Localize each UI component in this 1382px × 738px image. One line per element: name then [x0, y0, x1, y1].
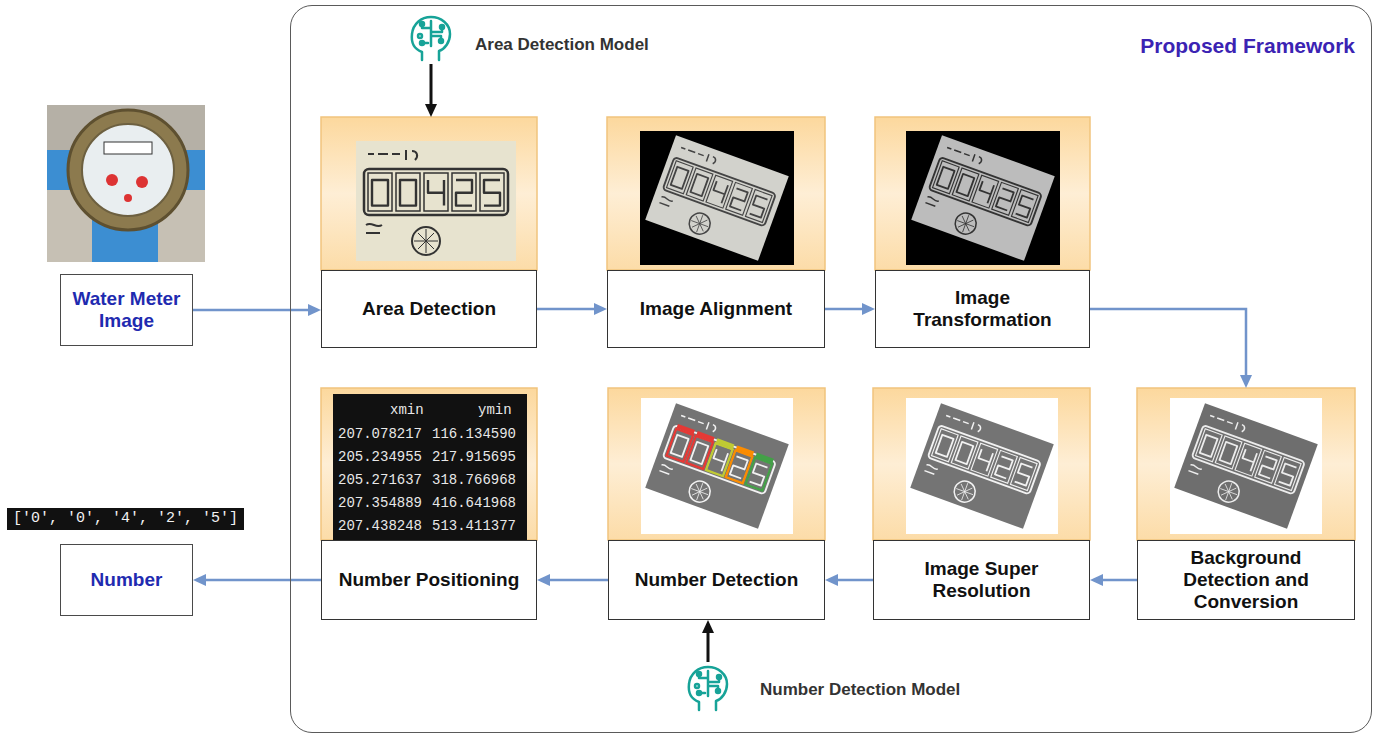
- icon-slot: [685, 664, 731, 712]
- flow-arrow: [537, 303, 607, 315]
- flow-arrow: [1090, 309, 1252, 388]
- process-step: Image Transformation: [875, 117, 1090, 348]
- table-cell: 207.078217: [338, 426, 422, 442]
- output-box: Number: [60, 544, 193, 616]
- arrow-head: [702, 620, 714, 633]
- model-label: Number Detection Model: [760, 679, 960, 701]
- arrow-head: [594, 303, 607, 315]
- box-label: Water Meter Image: [69, 288, 184, 332]
- box-label: Number: [91, 569, 163, 591]
- table-cell: 513.411377: [432, 518, 516, 534]
- table-cell: 318.766968: [432, 472, 516, 488]
- label-box: Background Detection and Conversion: [1137, 540, 1355, 620]
- model-icon-group: Area Detection Model: [405, 12, 705, 64]
- flow-arrow: [193, 304, 321, 316]
- label-box: Image Transformation: [875, 270, 1090, 348]
- process-step: Image Alignment: [607, 117, 825, 348]
- connector-line: [835, 579, 873, 582]
- connector-line: [430, 64, 433, 107]
- label-box: Number Positioning: [321, 540, 537, 620]
- flow-arrow: [1090, 574, 1137, 586]
- model-label: Area Detection Model: [475, 34, 649, 56]
- result-output: ['0', '0', '4', '2', '5']: [7, 508, 244, 530]
- table-cell: 217.915695: [432, 449, 516, 465]
- label-box: Image Alignment: [607, 270, 825, 348]
- process-step: Background Detection and Conversion: [1137, 388, 1355, 620]
- step-label: Image Transformation: [888, 287, 1077, 331]
- connector-line: [547, 579, 608, 582]
- frame-title: Proposed Framework: [1140, 34, 1355, 58]
- connector-line: [203, 579, 321, 582]
- table-cell: 416.641968: [432, 495, 516, 511]
- connector-line: [1100, 579, 1137, 582]
- connector-line: [825, 308, 865, 311]
- arrow-head: [537, 574, 550, 586]
- table-cell: 116.134590: [432, 426, 516, 442]
- model-icon-group: Number Detection Model: [682, 662, 1002, 718]
- connector-line: [537, 308, 597, 311]
- step-label: Area Detection: [362, 298, 496, 320]
- connector-line: [193, 309, 311, 312]
- framework-frame: Proposed Framework Area Detection ModelAr…: [290, 5, 1372, 733]
- connector-line: [707, 630, 710, 662]
- table-cell: 207.354889: [338, 495, 422, 511]
- step-label: Image Super Resolution: [886, 558, 1077, 602]
- flow-arrow: [825, 303, 875, 315]
- input-box: Water Meter Image: [60, 274, 193, 346]
- arrow-head: [862, 303, 875, 315]
- arrow-head: [308, 304, 321, 316]
- table-header: ymin: [478, 402, 512, 418]
- step-label: Number Positioning: [339, 569, 520, 591]
- flow-arrow: [702, 620, 714, 662]
- flow-arrow: [425, 64, 437, 117]
- arrow-head: [193, 574, 206, 586]
- table-header: xmin: [390, 402, 424, 418]
- label-box: Number Detection: [608, 540, 825, 620]
- process-step: Number Detection: [608, 388, 825, 620]
- arrow-head: [825, 574, 838, 586]
- table-cell: 205.271637: [338, 472, 422, 488]
- flow-arrow: [537, 574, 608, 586]
- flow-arrow: [193, 574, 321, 586]
- arrow-head: [1090, 574, 1103, 586]
- table-cell: 207.438248: [338, 518, 422, 534]
- process-step: Image Super Resolution: [873, 388, 1090, 620]
- step-label: Number Detection: [635, 569, 799, 591]
- process-step: Area Detection: [321, 117, 537, 348]
- step-label: Image Alignment: [640, 298, 792, 320]
- label-box: Image Super Resolution: [873, 540, 1090, 620]
- arrow-head: [425, 104, 437, 117]
- table-cell: 205.234955: [338, 449, 422, 465]
- icon-slot: [408, 14, 454, 62]
- label-box: Area Detection: [321, 270, 537, 348]
- arrow-head: [1240, 375, 1252, 388]
- flow-arrow: [825, 574, 873, 586]
- connector-line: [1090, 309, 1246, 378]
- step-label: Background Detection and Conversion: [1150, 547, 1342, 613]
